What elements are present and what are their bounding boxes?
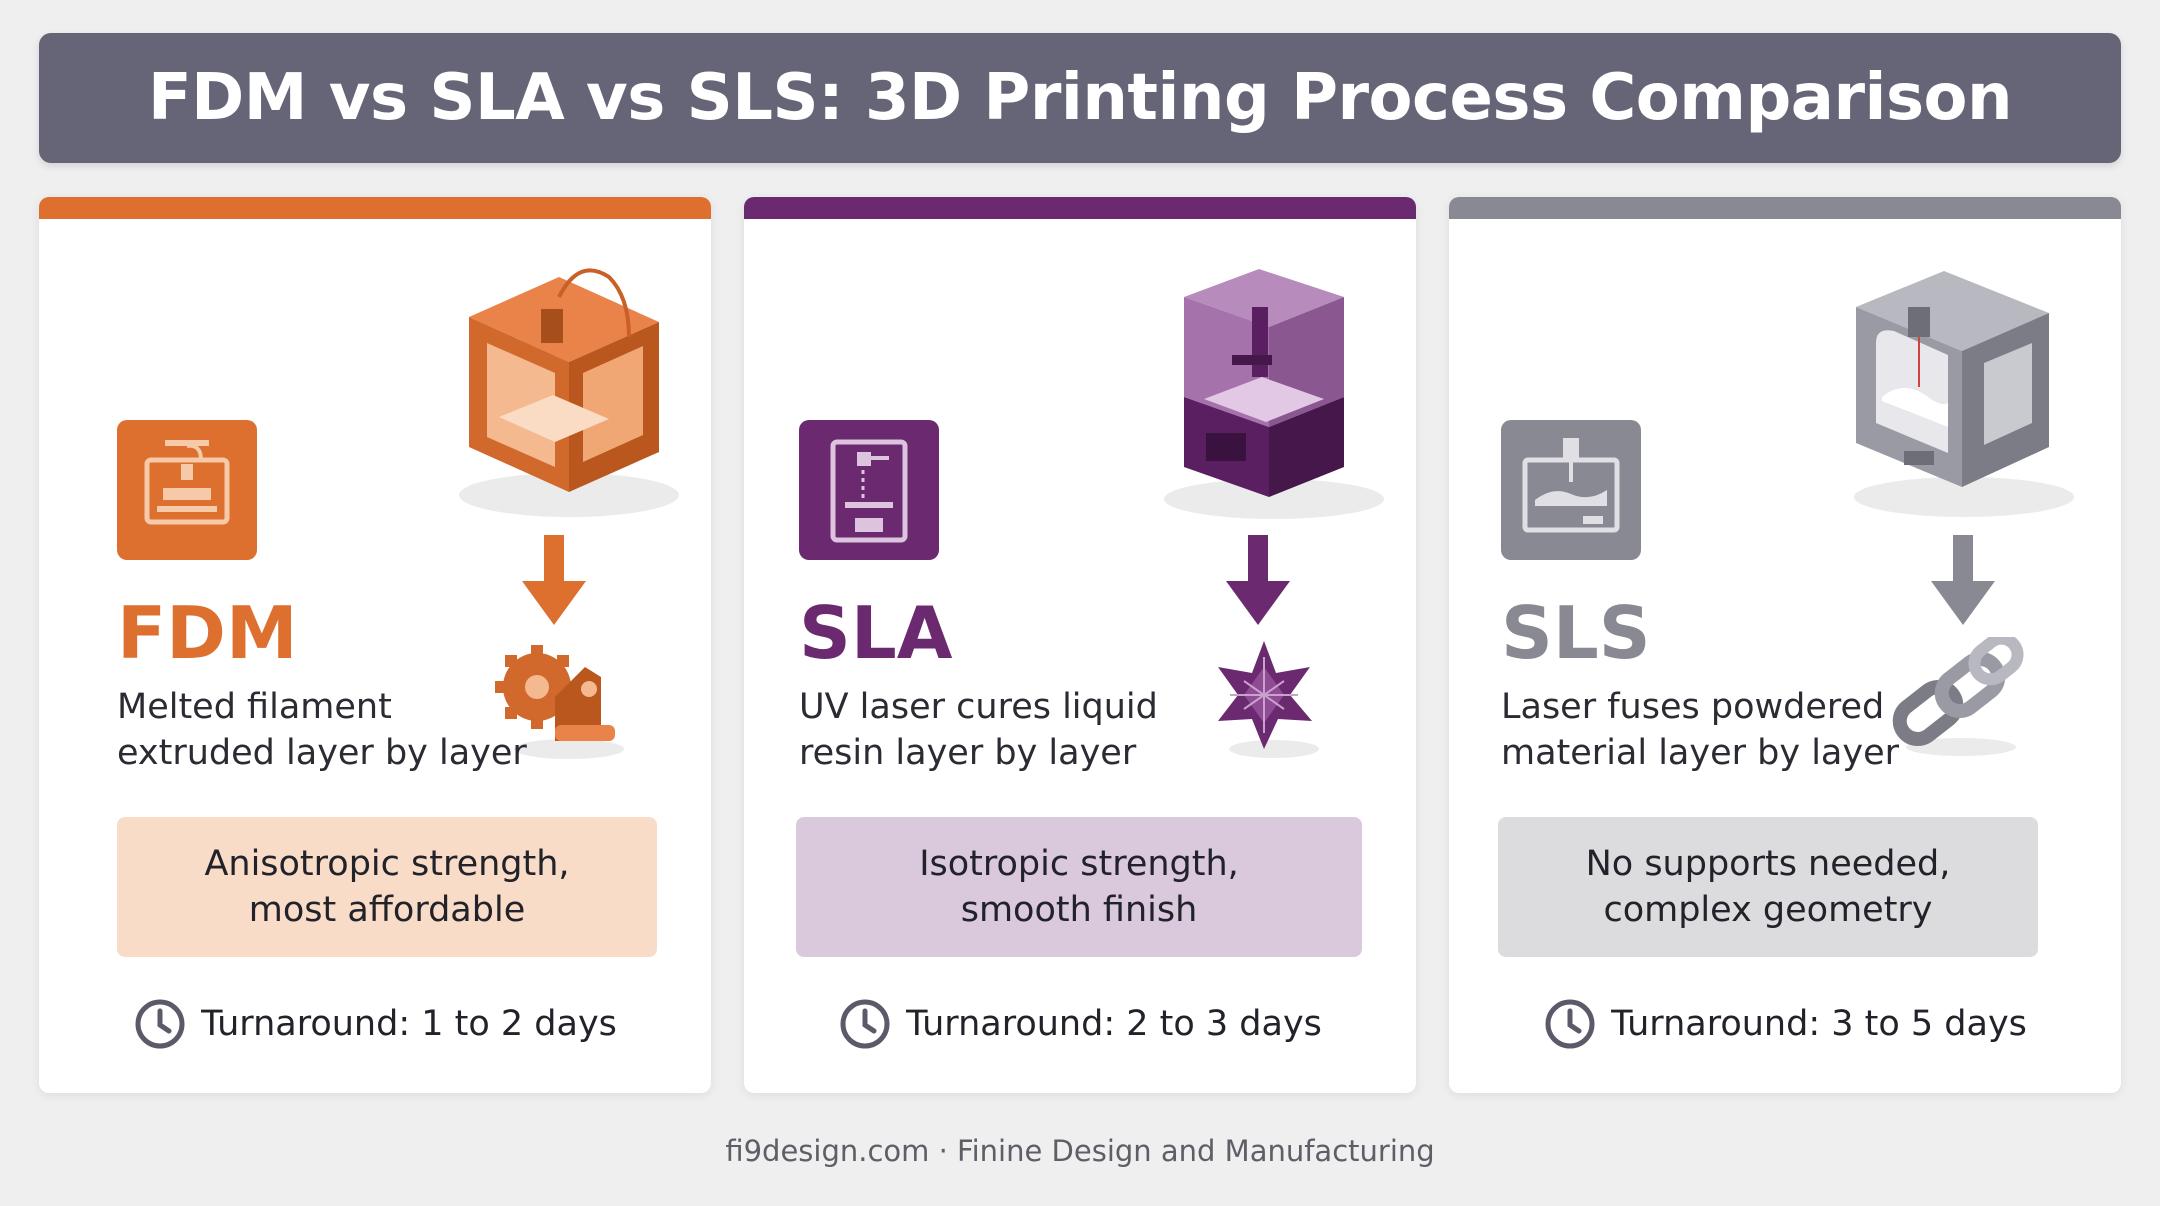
- turnaround-row: Turnaround: 3 to 5 days: [1449, 997, 2121, 1051]
- property-note: Isotropic strength, smooth finish: [796, 817, 1362, 957]
- down-arrow-icon: [514, 535, 594, 635]
- process-name-sls: SLS: [1501, 591, 1651, 675]
- note-line-1: Anisotropic strength,: [204, 844, 570, 884]
- description-line-1: UV laser cures liquid: [799, 687, 1158, 727]
- property-note: Anisotropic strength, most affordable: [117, 817, 657, 957]
- note-line-1: Isotropic strength,: [919, 844, 1239, 884]
- turnaround-text: Turnaround: 1 to 2 days: [201, 1004, 617, 1044]
- printer-badge-icon: [799, 420, 939, 560]
- description-line-2: material layer by layer: [1501, 733, 1900, 773]
- process-description: UV laser cures liquid resin layer by lay…: [799, 684, 1229, 776]
- card-sla: SLA UV laser cures liquid resin layer by…: [744, 197, 1416, 1093]
- turnaround-text: Turnaround: 2 to 3 days: [906, 1004, 1322, 1044]
- clock-icon: [1545, 999, 1595, 1049]
- sls-printer-icon: [1824, 247, 2084, 527]
- turnaround-row: Turnaround: 1 to 2 days: [39, 997, 711, 1051]
- process-name-fdm: FDM: [117, 591, 298, 675]
- card-accent-bar: [1449, 197, 2121, 219]
- printer-badge-icon: [1501, 420, 1641, 560]
- card-accent-bar: [744, 197, 1416, 219]
- note-line-1: No supports needed,: [1585, 844, 1951, 884]
- chain-link-part-icon: [1889, 632, 2029, 767]
- clock-icon: [135, 999, 185, 1049]
- footer-credit: fi9design.com · Finine Design and Manufa…: [725, 1134, 1435, 1168]
- fdm-printer-icon: [429, 247, 689, 527]
- note-line-2: most affordable: [248, 890, 526, 930]
- property-note: No supports needed, complex geometry: [1498, 817, 2038, 957]
- note-line-2: smooth finish: [960, 890, 1198, 930]
- gear-bracket-part-icon: [489, 637, 629, 767]
- lattice-star-part-icon: [1194, 637, 1334, 767]
- description-line-1: Melted filament: [117, 687, 392, 727]
- turnaround-text: Turnaround: 3 to 5 days: [1611, 1004, 2027, 1044]
- card-sls: SLS Laser fuses powdered material layer …: [1449, 197, 2121, 1093]
- title-banner: FDM vs SLA vs SLS: 3D Printing Process C…: [39, 33, 2121, 163]
- description-line-1: Laser fuses powdered: [1501, 687, 1885, 727]
- printer-badge-icon: [117, 420, 257, 560]
- down-arrow-icon: [1923, 535, 2003, 635]
- description-line-2: resin layer by layer: [799, 733, 1137, 773]
- process-description: Melted filament extruded layer by layer: [117, 684, 547, 776]
- page-title: FDM vs SLA vs SLS: 3D Printing Process C…: [147, 61, 2013, 135]
- turnaround-row: Turnaround: 2 to 3 days: [744, 997, 1416, 1051]
- card-accent-bar: [39, 197, 711, 219]
- card-fdm: FDM Melted filament extruded layer by la…: [39, 197, 711, 1093]
- process-description: Laser fuses powdered material layer by l…: [1501, 684, 1931, 776]
- note-line-2: complex geometry: [1603, 890, 1933, 930]
- description-line-2: extruded layer by layer: [117, 733, 527, 773]
- sla-printer-icon: [1134, 247, 1394, 527]
- process-name-sla: SLA: [799, 591, 953, 675]
- clock-icon: [840, 999, 890, 1049]
- down-arrow-icon: [1218, 535, 1298, 635]
